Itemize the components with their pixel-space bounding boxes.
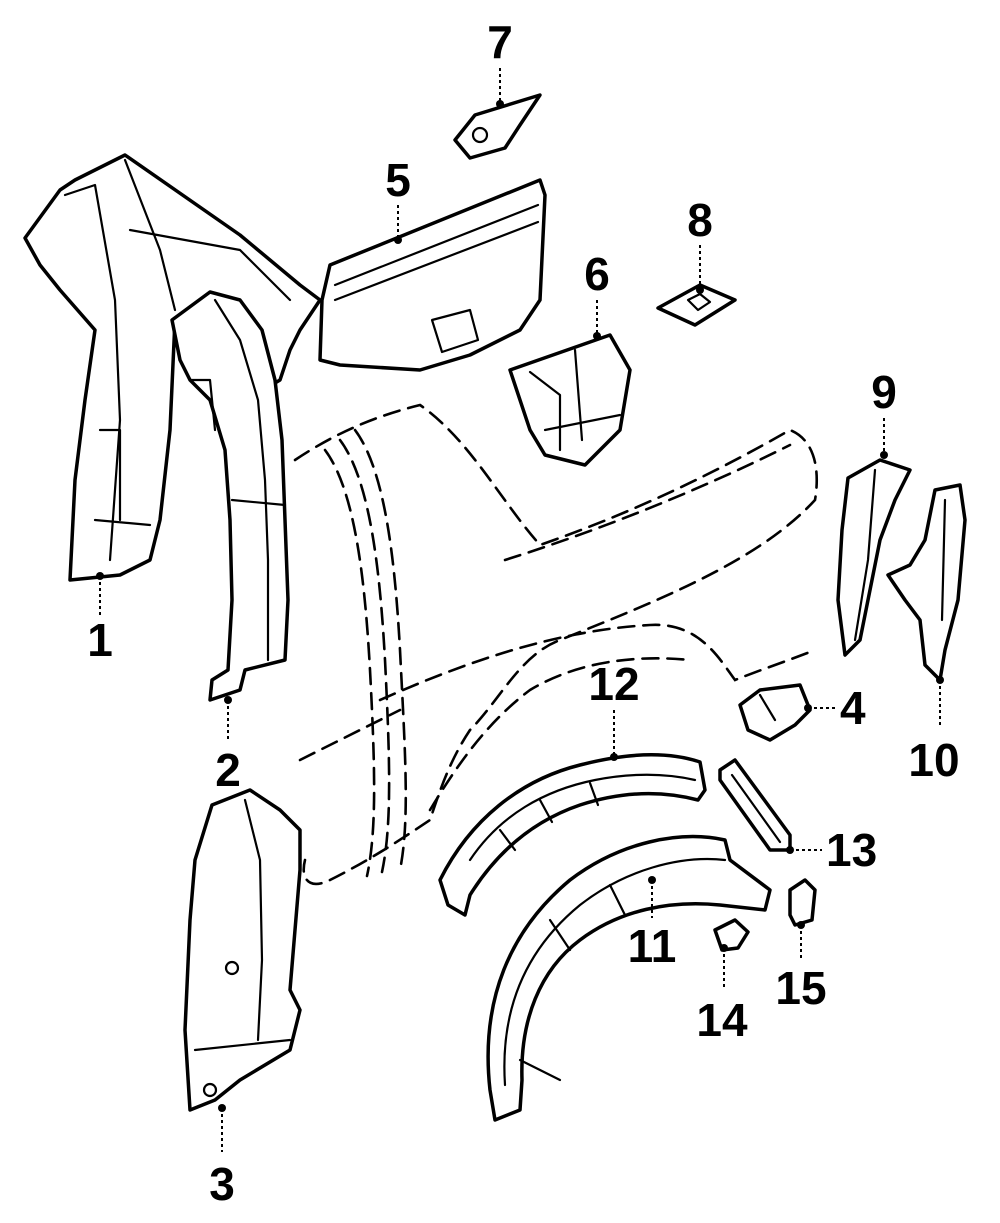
callout-label-12: 12 <box>588 658 639 710</box>
part-8-nut-plate <box>656 283 737 327</box>
callout-8: 8 <box>687 194 713 294</box>
callout-5: 5 <box>385 154 411 244</box>
callout-label-1: 1 <box>87 614 113 666</box>
part-13-reinforcement-strip <box>718 758 792 852</box>
callout-label-15: 15 <box>775 962 826 1014</box>
part-10-rear-pillar-panel <box>886 483 967 682</box>
part-11-inner-wheelhouse <box>486 834 772 1122</box>
part-5-quarter-trim-panel <box>318 178 547 372</box>
callout-label-11: 11 <box>628 920 677 972</box>
callout-4: 4 <box>804 682 866 734</box>
part-9-pillar-bracket <box>836 458 912 657</box>
callout-layer: 7 5 8 6 9 1 2 <box>87 16 959 1210</box>
part-2-pillar-reinforcement <box>170 290 290 702</box>
part-15-plug <box>788 878 817 927</box>
callout-label-14: 14 <box>696 994 748 1046</box>
callout-13: 13 <box>786 824 877 876</box>
callout-15: 15 <box>775 921 827 1014</box>
callout-label-7: 7 <box>487 16 513 68</box>
callout-2: 2 <box>215 696 241 796</box>
callout-label-4: 4 <box>840 682 866 734</box>
callout-9: 9 <box>871 366 897 459</box>
callout-1: 1 <box>87 572 113 666</box>
callout-label-13: 13 <box>826 824 877 876</box>
part-1-inner-quarter-panel <box>23 153 322 582</box>
callout-11: 11 <box>628 876 677 972</box>
callout-14: 14 <box>696 944 748 1046</box>
callout-label-9: 9 <box>871 366 897 418</box>
part-12-outer-wheelhouse <box>438 753 707 917</box>
callout-label-8: 8 <box>687 194 713 246</box>
quarter-panel-ghost-outline <box>293 403 819 886</box>
callout-label-10: 10 <box>908 734 959 786</box>
callout-label-2: 2 <box>215 744 241 796</box>
callout-12: 12 <box>588 658 640 761</box>
callout-7: 7 <box>487 16 513 108</box>
callout-6: 6 <box>584 248 610 340</box>
callout-3: 3 <box>209 1104 235 1210</box>
callout-label-6: 6 <box>584 248 610 300</box>
callout-label-5: 5 <box>385 154 411 206</box>
part-3-inner-rear-panel <box>183 788 302 1112</box>
part-14-clip <box>713 918 750 952</box>
callout-label-3: 3 <box>209 1158 235 1210</box>
part-6-bracket-box <box>508 333 632 467</box>
part-4-end-bracket <box>738 683 812 742</box>
part-7-small-bracket <box>453 93 542 160</box>
callout-10: 10 <box>908 676 960 786</box>
